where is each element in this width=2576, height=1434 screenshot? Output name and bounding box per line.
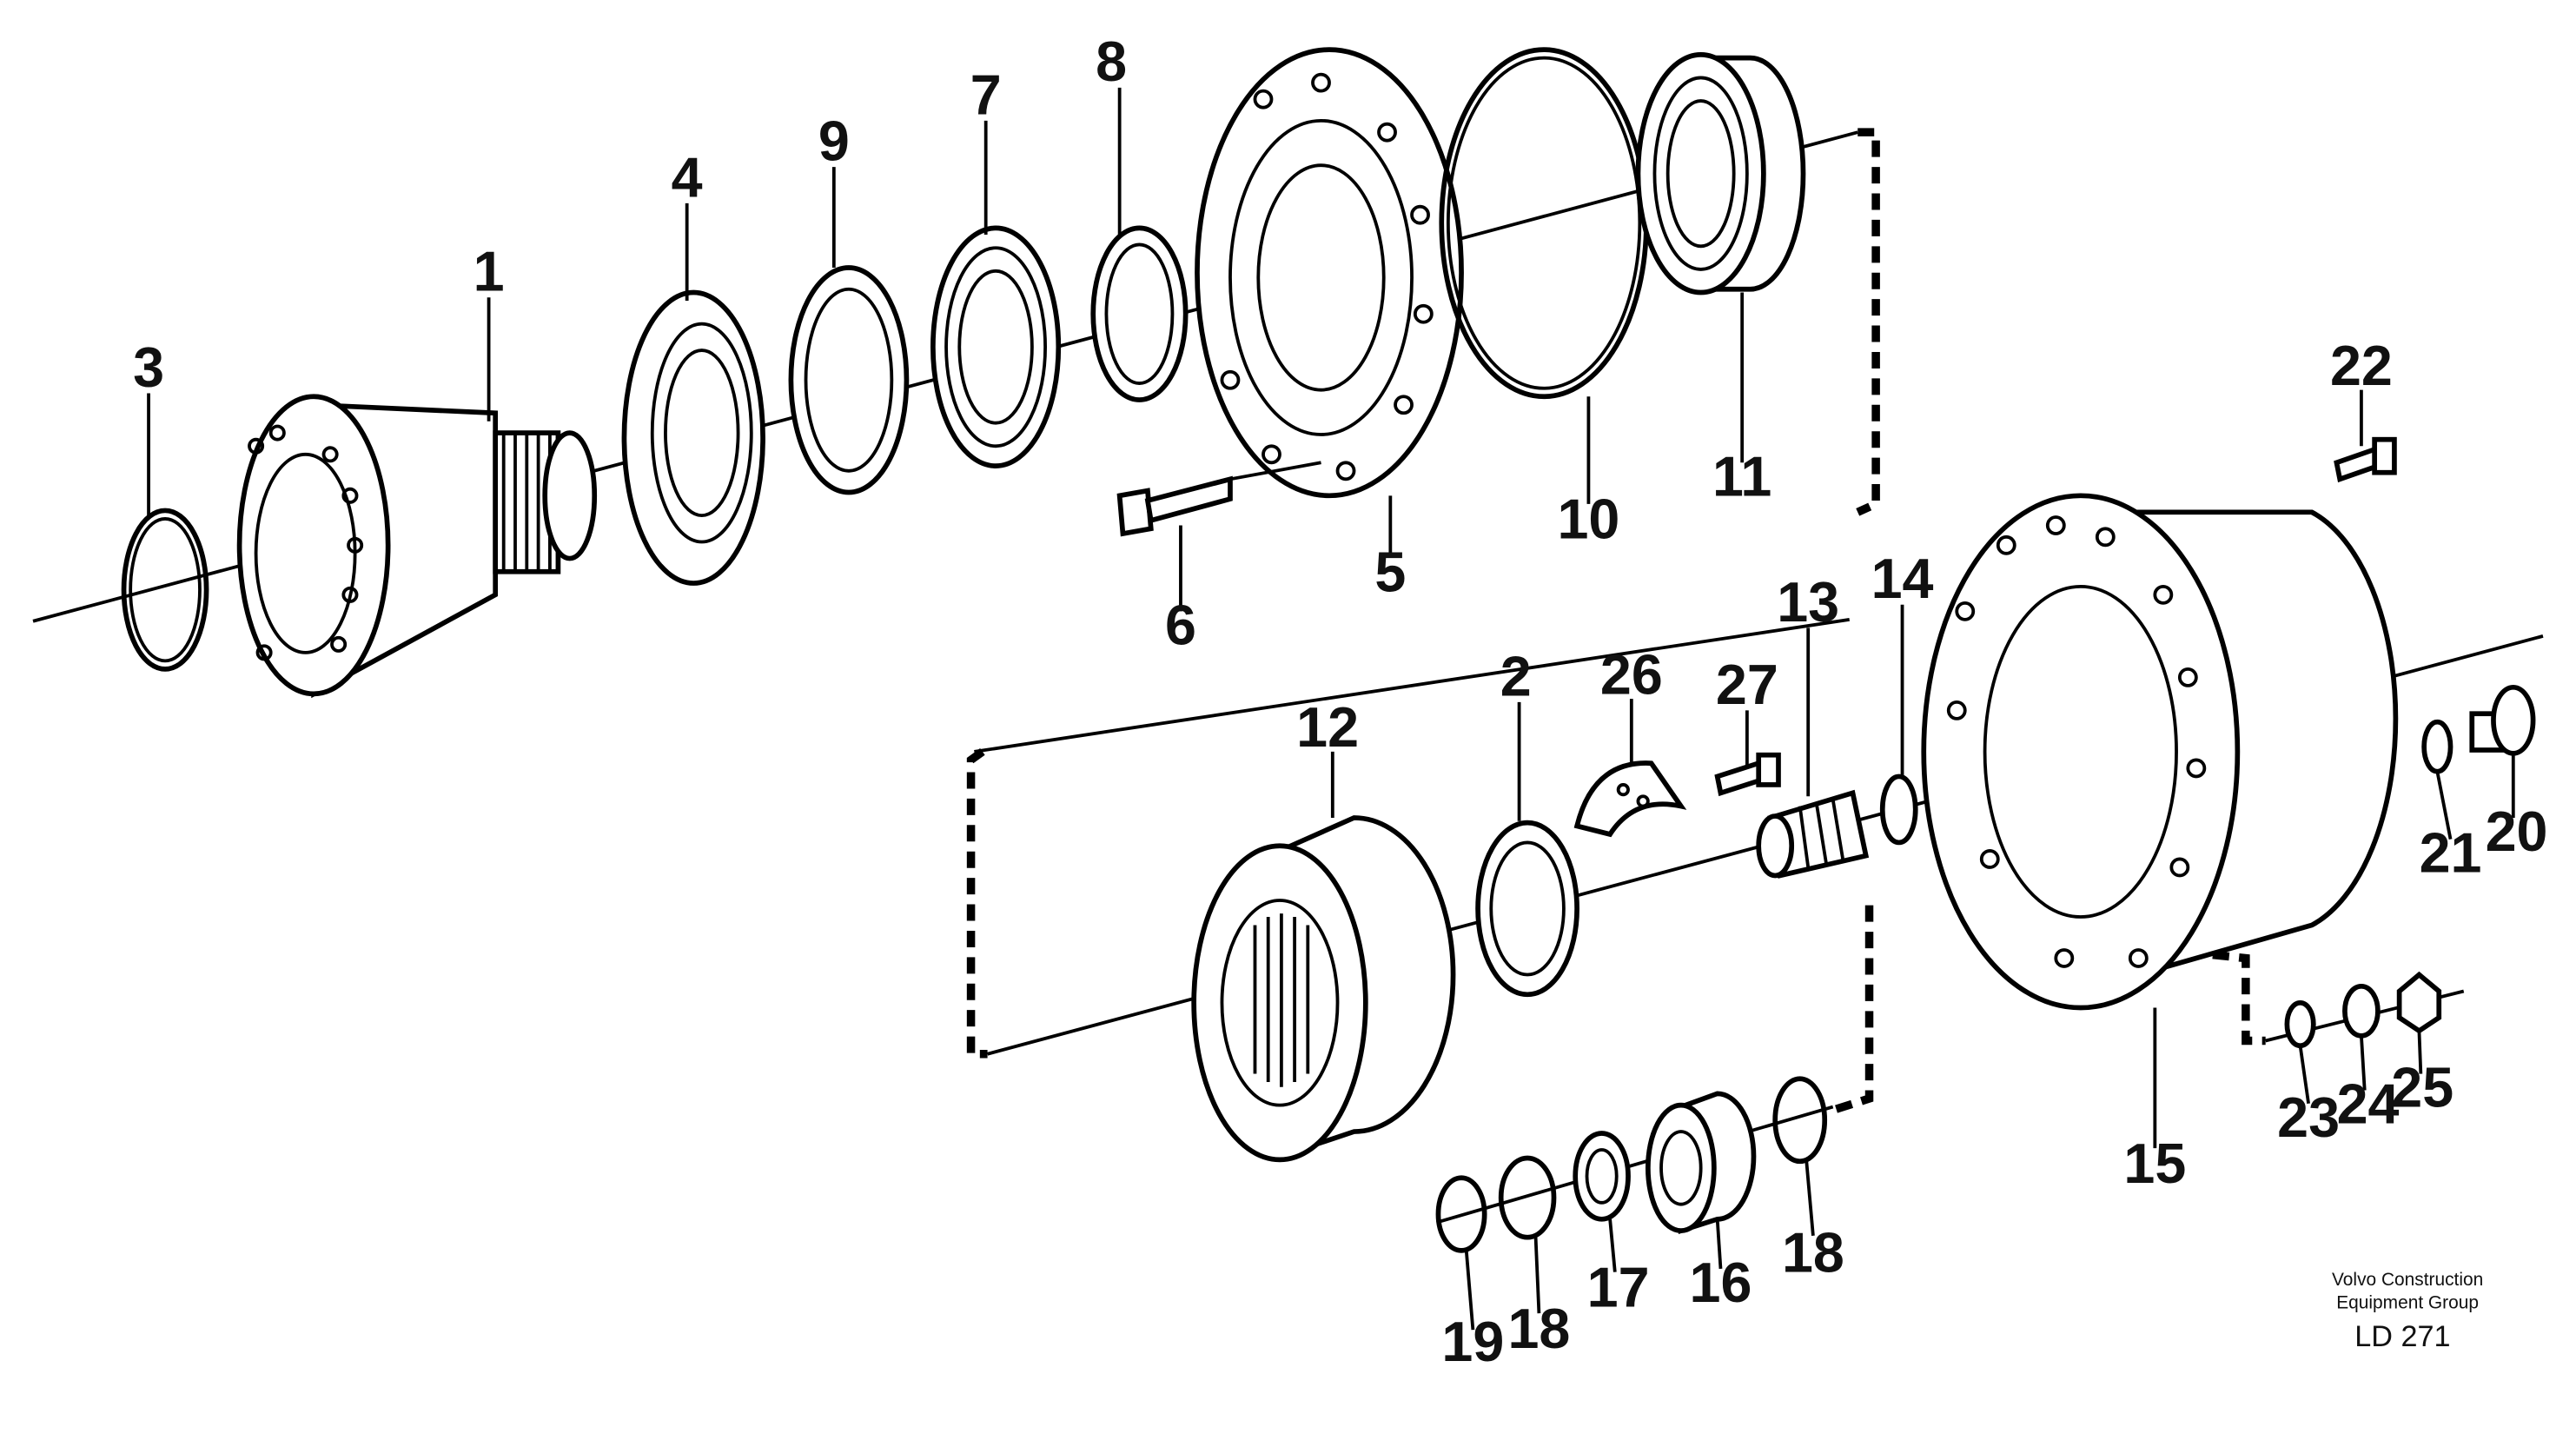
callout-1: 1	[473, 241, 505, 303]
callout-8: 8	[1096, 30, 1127, 93]
callout-11: 11	[1712, 445, 1771, 508]
part-12-planet-carrier	[1191, 815, 1456, 1163]
callout-25: 25	[2391, 1057, 2453, 1119]
part-3-oring	[121, 508, 209, 672]
callout-27: 27	[1716, 654, 1778, 716]
part-22-bolt	[2334, 436, 2397, 483]
leader-lines	[147, 87, 2515, 1331]
part-26-lock-plate	[1573, 760, 1687, 838]
part-25-nut	[2396, 971, 2442, 1034]
center-dashed-connector	[1831, 905, 1874, 1114]
callout-12: 12	[1296, 696, 1359, 759]
upper-dashed-connector	[1856, 128, 1880, 516]
part-2-nut	[1475, 820, 1579, 998]
part-10-large-oring	[1439, 47, 1649, 400]
callout-9: 9	[818, 110, 850, 172]
part-8-bearing-cup	[1090, 225, 1189, 402]
part-6-bolt	[1116, 461, 1321, 537]
callout-24: 24	[2337, 1073, 2400, 1136]
callout-2: 2	[1500, 645, 1532, 707]
part-11-bearing	[1635, 51, 1806, 295]
callout-18-left: 18	[1507, 1298, 1570, 1360]
callout-6: 6	[1165, 594, 1196, 656]
part-5-hub-flange	[1195, 47, 1464, 499]
part-18a-spacer	[1498, 1155, 1557, 1240]
part-16-planet-gear	[1645, 1091, 1757, 1234]
part-7-roller-bearing	[930, 225, 1062, 468]
part-14-washer	[1879, 773, 1918, 846]
part-20-plug	[2469, 684, 2536, 756]
callout-14: 14	[1871, 548, 1934, 610]
callout-18-right: 18	[1782, 1222, 1844, 1285]
callout-7: 7	[970, 63, 1002, 126]
callout-23: 23	[2277, 1086, 2340, 1149]
callout-16: 16	[1690, 1251, 1752, 1314]
callout-26: 26	[1600, 643, 1663, 706]
callout-3: 3	[133, 336, 164, 399]
right-dashed-connector	[2212, 950, 2266, 1046]
callout-19: 19	[1441, 1311, 1504, 1373]
callout-4: 4	[672, 146, 703, 209]
callout-22: 22	[2330, 335, 2393, 397]
credit-line-2: Equipment Group	[2336, 1292, 2479, 1312]
callout-5: 5	[1374, 541, 1406, 604]
part-23-washer	[2284, 999, 2316, 1049]
callout-21: 21	[2420, 822, 2482, 885]
drawing-code: LD 271	[2354, 1320, 2450, 1353]
callout-20: 20	[2486, 800, 2548, 863]
part-1-hub-shaft	[236, 394, 598, 699]
lower-left-dashed-connector	[966, 748, 988, 1059]
part-4-seal	[621, 289, 765, 586]
part-27-screw	[1714, 752, 1781, 797]
part-13-sun-gear	[1756, 789, 1870, 879]
credit-line-1: Volvo Construction	[2332, 1270, 2483, 1290]
part-24-washer	[2342, 983, 2381, 1039]
part-18b-spacer	[1772, 1076, 1828, 1165]
part-17-bearing	[1573, 1131, 1631, 1222]
part-19-circlip	[1435, 1175, 1487, 1253]
callout-10: 10	[1557, 488, 1619, 551]
callout-17: 17	[1587, 1257, 1650, 1319]
part-9-seal-ring	[788, 265, 910, 495]
part-15-housing	[1921, 493, 2399, 1011]
planet-axis-line	[974, 617, 1851, 754]
callout-13: 13	[1777, 571, 1839, 634]
callout-15: 15	[2123, 1132, 2186, 1195]
part-21-circlip	[2421, 719, 2453, 774]
